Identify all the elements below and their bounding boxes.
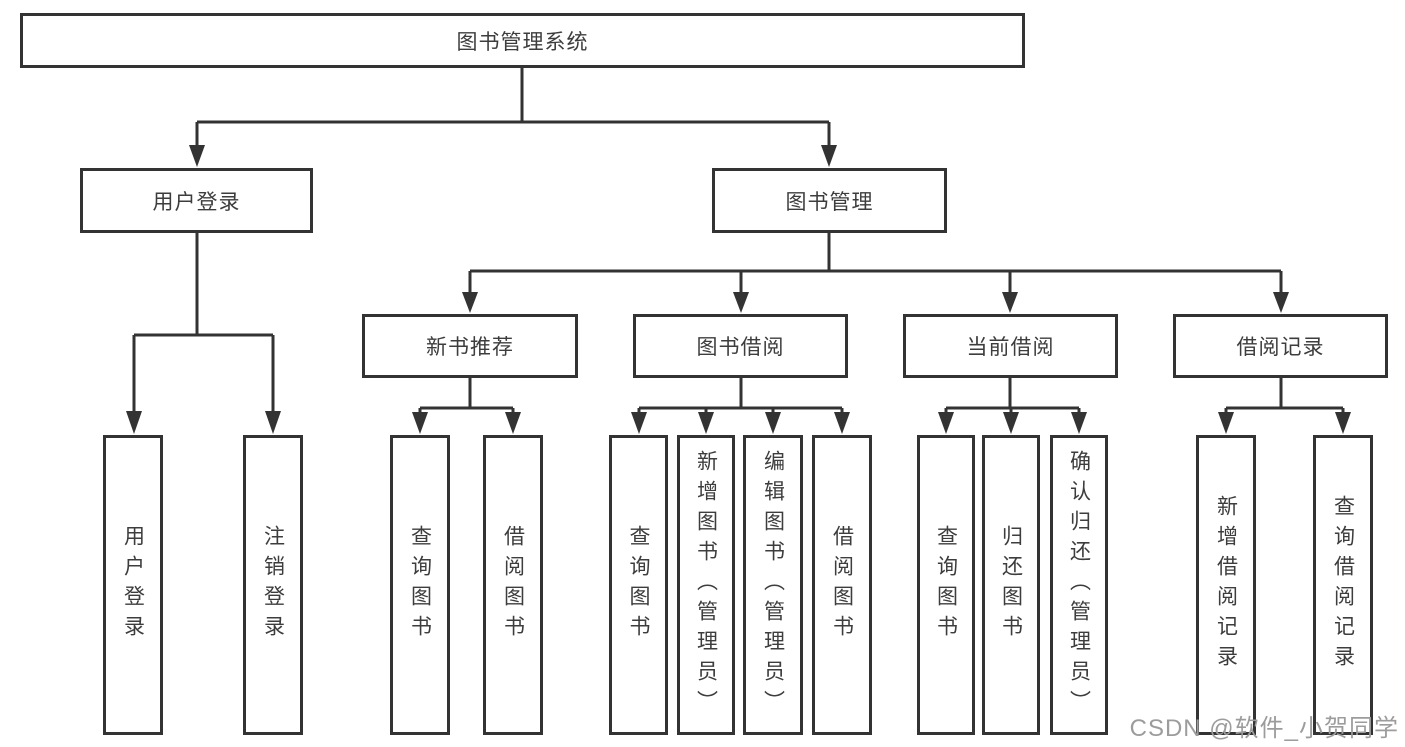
leaf-user-login: 用户登录 <box>103 435 163 735</box>
leaf-user-login-label: 用户登录 <box>121 525 145 645</box>
node-user-login-group-label: 用户登录 <box>152 190 241 214</box>
node-new-book-recommend-label: 新书推荐 <box>426 336 514 359</box>
leaf-logout: 注销登录 <box>243 435 303 735</box>
leaf-query-book-recommend-label: 查询图书 <box>408 525 432 645</box>
leaf-query-borrow-record-label: 查询借阅记录 <box>1331 495 1355 675</box>
node-new-book-recommend: 新书推荐 <box>362 314 578 378</box>
leaf-query-book-borrowing-label: 查询图书 <box>627 525 650 645</box>
leaf-borrow-book: 借阅图书 <box>812 435 872 735</box>
leaf-add-borrow-record-label: 新增借阅记录 <box>1214 495 1238 675</box>
arrowheads <box>126 145 1351 434</box>
leaf-confirm-return-admin-label: 确认归还（管理员） <box>1067 450 1091 720</box>
leaf-query-book-current: 查询图书 <box>917 435 975 735</box>
node-root-label: 图书管理系统 <box>456 30 589 54</box>
leaf-return-book-label: 归还图书 <box>999 525 1023 645</box>
leaf-logout-label: 注销登录 <box>261 525 285 645</box>
leaf-add-book-admin-label: 新增图书（管理员） <box>694 450 718 720</box>
node-borrowing-records: 借阅记录 <box>1173 314 1388 378</box>
node-book-management-label: 图书管理 <box>785 190 874 214</box>
node-book-management: 图书管理 <box>712 168 947 233</box>
leaf-query-borrow-record: 查询借阅记录 <box>1313 435 1373 735</box>
leaf-query-book-recommend: 查询图书 <box>390 435 450 735</box>
leaf-query-book-borrowing: 查询图书 <box>609 435 668 735</box>
leaf-add-borrow-record: 新增借阅记录 <box>1196 435 1256 735</box>
node-current-borrowing-label: 当前借阅 <box>966 336 1055 359</box>
leaf-return-book: 归还图书 <box>982 435 1040 735</box>
leaf-borrow-book-label: 借阅图书 <box>830 525 854 645</box>
node-book-borrowing-label: 图书借阅 <box>696 336 785 359</box>
leaf-query-book-current-label: 查询图书 <box>934 525 958 645</box>
node-current-borrowing: 当前借阅 <box>903 314 1118 378</box>
node-root: 图书管理系统 <box>20 13 1025 68</box>
node-borrowing-records-label: 借阅记录 <box>1236 336 1325 359</box>
leaf-borrow-book-recommend-label: 借阅图书 <box>501 525 525 645</box>
leaf-confirm-return-admin: 确认归还（管理员） <box>1050 435 1108 735</box>
connector-paths <box>132 68 1345 413</box>
leaf-borrow-book-recommend: 借阅图书 <box>483 435 543 735</box>
leaf-edit-book-admin: 编辑图书（管理员） <box>743 435 803 735</box>
leaf-edit-book-admin-label: 编辑图书（管理员） <box>761 450 785 720</box>
node-book-borrowing: 图书借阅 <box>633 314 848 378</box>
node-user-login-group: 用户登录 <box>80 168 313 233</box>
leaf-add-book-admin: 新增图书（管理员） <box>677 435 735 735</box>
